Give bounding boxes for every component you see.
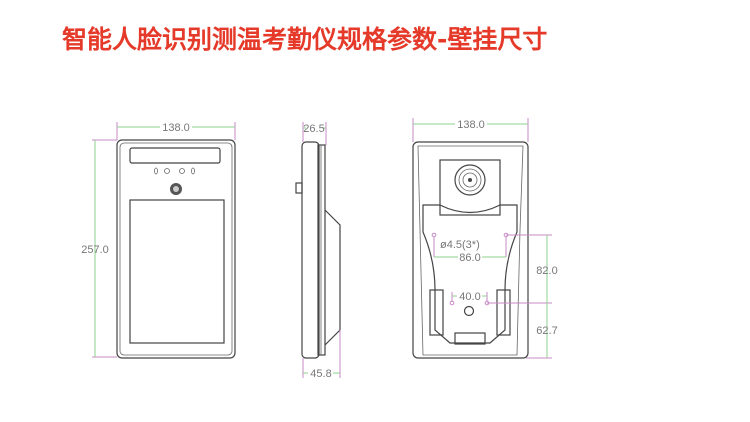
side-view: 26.5 45.8 [295, 122, 341, 380]
sensor-icon [164, 168, 170, 174]
bottom-offset-label: 62.7 [536, 325, 557, 337]
side-depth-label: 45.8 [310, 368, 331, 380]
sensor-icon [179, 168, 185, 174]
device-outline [116, 139, 236, 359]
front-view: 138.0 257.0 [81, 122, 236, 359]
back-view: 138.0 ø4.5(3*) 86.0 40.0 82.0 62.7 [412, 118, 558, 359]
page-title: 智能人脸识别测温考勤仪规格参数-壁挂尺寸 [62, 25, 548, 54]
hole-spacing-wide-label: 86.0 [459, 252, 480, 264]
fan-housing [439, 159, 501, 216]
front-width-label: 138.0 [162, 122, 190, 134]
vertical-spacing-label: 82.0 [536, 265, 557, 277]
fan-icon [454, 164, 486, 196]
light-bar [129, 147, 221, 164]
side-thickness-label: 26.5 [303, 123, 324, 135]
sensor-icon [191, 167, 195, 175]
hole-note-label: ø4.5(3*) [440, 239, 480, 251]
sensor-icon [154, 167, 158, 175]
mounting-bracket [422, 204, 518, 344]
screen [129, 199, 225, 344]
hole-spacing-narrow-label: 40.0 [459, 291, 480, 303]
front-height-label: 257.0 [81, 244, 109, 256]
back-width-label: 138.0 [457, 119, 485, 131]
